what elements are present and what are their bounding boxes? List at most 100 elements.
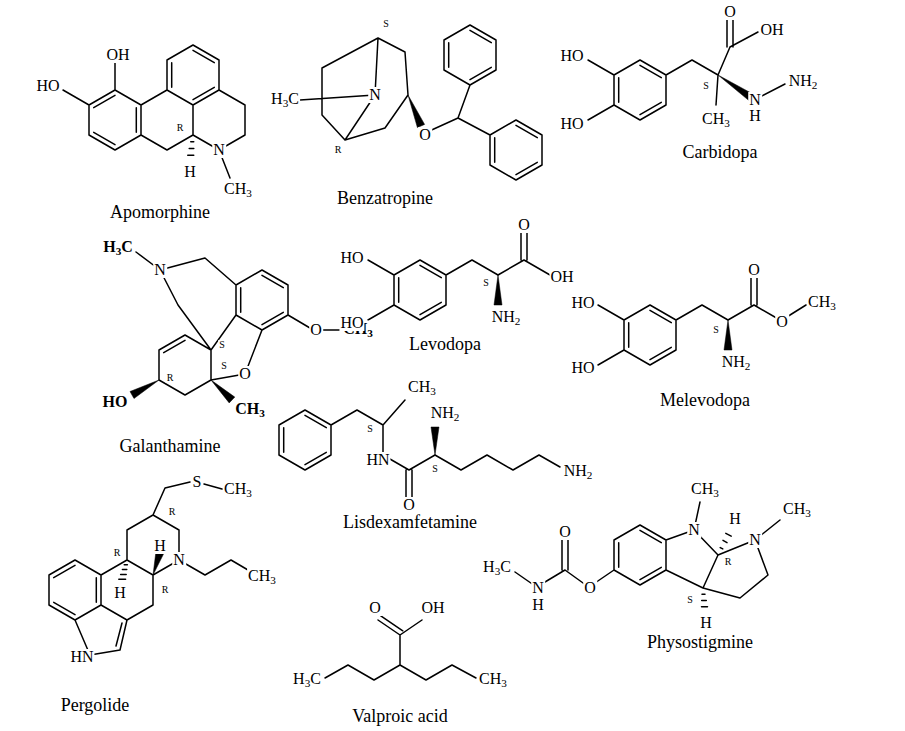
label-text-run: O [748,261,760,278]
atom-label: CH3 [223,181,253,200]
label-text-run: 3 [305,677,311,689]
valproic-acid-structure [325,616,476,680]
melevodopa-structure [598,277,806,365]
label-text-run: Apomorphine [110,202,210,222]
label-text-run: CH [702,110,724,127]
label-text-run: S [221,360,227,371]
atom-label: CH3 [701,111,731,130]
atom-label: N [748,92,762,108]
label-text-run: OH [760,21,783,38]
label-text-run: H [103,238,115,255]
atom-label: NH2 [491,309,522,328]
stereo-descriptor: S [686,595,694,605]
label-text-run: S [687,594,693,605]
label-text-run: H [114,584,126,601]
stereo-descriptor: S [366,424,374,434]
label-text-run: 2 [745,360,751,372]
label-text-run: Carbidopa [683,142,758,162]
label-text-run: 2 [587,469,593,481]
stereo-descriptor: S [482,278,490,288]
atom-label: H [153,538,167,554]
pergolide-structure [49,482,248,655]
label-text-run: H [293,670,305,687]
label-text-run: H [184,163,196,180]
bond-lines [325,616,476,680]
atom-label: O [558,524,572,540]
bold-wedge [408,95,425,128]
label-text-run: 3 [501,677,507,689]
stereo-descriptor: S [220,361,228,371]
label-text-run: Lisdexamfetamine [343,512,477,532]
label-text-run: CH [224,480,246,497]
atom-label: NH2 [430,405,461,424]
label-text-run: R [725,556,732,567]
atom-label: H [113,585,127,601]
atom-label: S [192,474,203,490]
label-text-run: CH [783,500,805,517]
bond-lines [598,277,806,365]
label-text-run: R [162,584,169,595]
label-text-run: S [713,324,719,335]
compound-name: Levodopa [408,335,482,353]
bold-wedge [153,551,164,575]
label-text-run: 3 [724,117,730,129]
label-text-run: Levodopa [409,334,481,354]
atom-label: O [723,4,737,20]
label-text-run: R [177,122,184,133]
label-text-run: Valproic acid [352,706,447,726]
bond-lines [588,20,785,120]
label-text-run: NH [492,308,515,325]
label-text-run: NH [789,72,812,89]
label-text-run: N [173,551,185,568]
label-text-run: 3 [246,187,252,199]
label-text-run: NH [431,404,454,421]
galanthamine-structure [130,252,342,403]
label-text-run: R [169,506,176,517]
atom-label: HN [69,649,94,665]
bond-lines [368,232,550,320]
label-text-run: N [369,86,381,103]
label-text-run: O [518,216,530,233]
label-text-run: CH [691,480,713,497]
hashed-wedge [119,565,128,579]
label-text-run: CH [479,670,501,687]
atom-label: N [172,552,186,568]
bond-lines [49,482,248,655]
label-text-run: N [688,521,700,538]
compound-name: Benzatropine [336,189,434,207]
label-text-run: R [114,547,121,558]
atom-label: N [368,87,382,103]
label-text-run: O [559,523,571,540]
atom-label: H [531,597,545,613]
atom-label: OH [549,269,574,285]
bond-lines [63,45,245,178]
bond-lines [279,400,560,497]
label-text-run: H [154,537,166,554]
carbidopa-structure [588,20,785,120]
atom-label: CH3 [234,401,266,420]
stereo-descriptor: R [161,585,170,595]
stereo-descriptor: R [176,123,185,133]
label-text-run: S [383,18,389,29]
atom-label: O [747,262,761,278]
label-text-run: CH [408,378,430,395]
atom-label: OH [105,47,130,63]
atom-label: HO [339,250,364,266]
atom-label: H3C [292,671,322,690]
label-text-run: HO [560,47,583,64]
label-text-run: C [500,558,511,575]
atom-label: H3C [482,559,512,578]
label-text-run: H [729,510,741,527]
stereo-descriptor: R [724,557,733,567]
label-text-run: HN [70,648,93,665]
label-text-run: 3 [283,97,289,109]
label-text-run: Benzatropine [337,188,433,208]
atom-label: HO [339,315,364,331]
atom-label: OH [759,22,784,38]
label-text-run: 3 [430,385,436,397]
atom-label: HO [570,360,595,376]
label-text-run: S [703,80,709,91]
atom-label: CH3 [782,501,812,520]
atom-label: O [238,366,252,382]
stereo-descriptor: S [712,325,720,335]
